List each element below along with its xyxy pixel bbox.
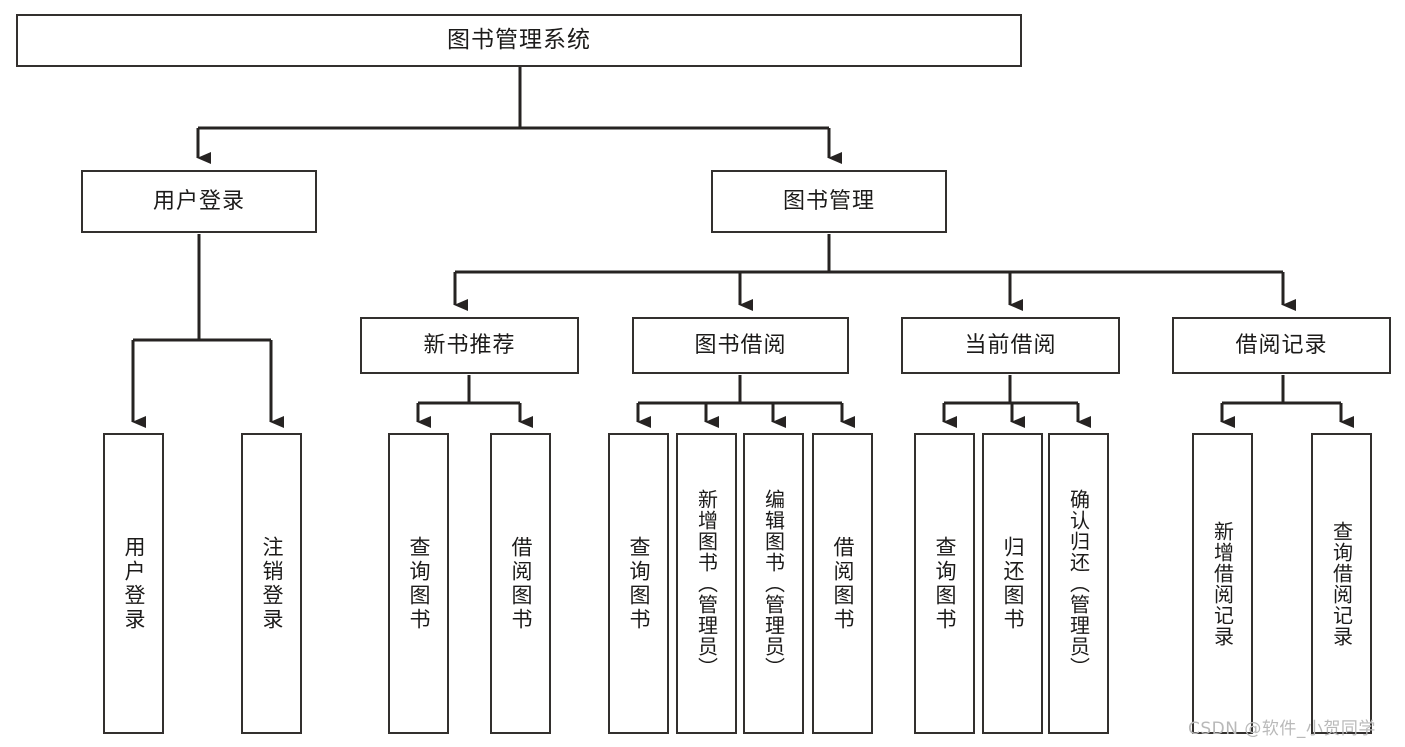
node-user-login[interactable]: 用户登录 xyxy=(81,170,317,233)
node-label: 用户登录 xyxy=(122,535,146,632)
node-label: 新增图书（管理员） xyxy=(694,489,719,678)
node-label: 查询图书 xyxy=(933,535,957,632)
node-label: 确认归还（管理员） xyxy=(1066,489,1091,678)
node-leaf-add-book-admin[interactable]: 新增图书（管理员） xyxy=(676,433,737,734)
node-label: 新书推荐 xyxy=(423,332,516,358)
node-root-book-management-system[interactable]: 图书管理系统 xyxy=(16,14,1022,67)
node-label: 图书管理 xyxy=(782,188,875,214)
node-book-management[interactable]: 图书管理 xyxy=(711,170,947,233)
node-label: 图书借阅 xyxy=(694,332,787,358)
node-leaf-return-book[interactable]: 归还图书 xyxy=(982,433,1043,734)
node-label: 当前借阅 xyxy=(964,332,1057,358)
node-label: 借阅图书 xyxy=(509,535,533,632)
node-borrow-record[interactable]: 借阅记录 xyxy=(1172,317,1391,374)
node-leaf-user-login[interactable]: 用户登录 xyxy=(103,433,164,734)
node-leaf-query-book-borrow[interactable]: 查询图书 xyxy=(608,433,669,734)
node-label: 图书管理系统 xyxy=(447,27,591,54)
node-leaf-query-book-recommend[interactable]: 查询图书 xyxy=(388,433,449,734)
node-current-borrow[interactable]: 当前借阅 xyxy=(901,317,1120,374)
node-leaf-add-borrow-record[interactable]: 新增借阅记录 xyxy=(1192,433,1253,734)
node-label: 借阅记录 xyxy=(1235,332,1328,358)
node-new-book-recommend[interactable]: 新书推荐 xyxy=(360,317,579,374)
node-label: 编辑图书（管理员） xyxy=(761,489,786,678)
node-label: 新增借阅记录 xyxy=(1210,520,1235,647)
node-label: 用户登录 xyxy=(152,188,245,214)
node-label: 注销登录 xyxy=(260,535,284,632)
node-leaf-logout[interactable]: 注销登录 xyxy=(241,433,302,734)
node-leaf-confirm-return-admin[interactable]: 确认归还（管理员） xyxy=(1048,433,1109,734)
node-label: 查询图书 xyxy=(627,535,651,632)
csdn-watermark: CSDN @软件_小贺同学 xyxy=(1188,719,1376,739)
node-leaf-borrow-book-recommend[interactable]: 借阅图书 xyxy=(490,433,551,734)
node-leaf-edit-book-admin[interactable]: 编辑图书（管理员） xyxy=(743,433,804,734)
node-label: 查询借阅记录 xyxy=(1329,520,1354,647)
node-leaf-borrow-book[interactable]: 借阅图书 xyxy=(812,433,873,734)
node-leaf-query-borrow-record[interactable]: 查询借阅记录 xyxy=(1311,433,1372,734)
node-leaf-query-book-current[interactable]: 查询图书 xyxy=(914,433,975,734)
node-label: 归还图书 xyxy=(1001,535,1025,632)
node-label: 借阅图书 xyxy=(831,535,855,632)
node-book-borrow[interactable]: 图书借阅 xyxy=(632,317,849,374)
node-label: 查询图书 xyxy=(407,535,431,632)
